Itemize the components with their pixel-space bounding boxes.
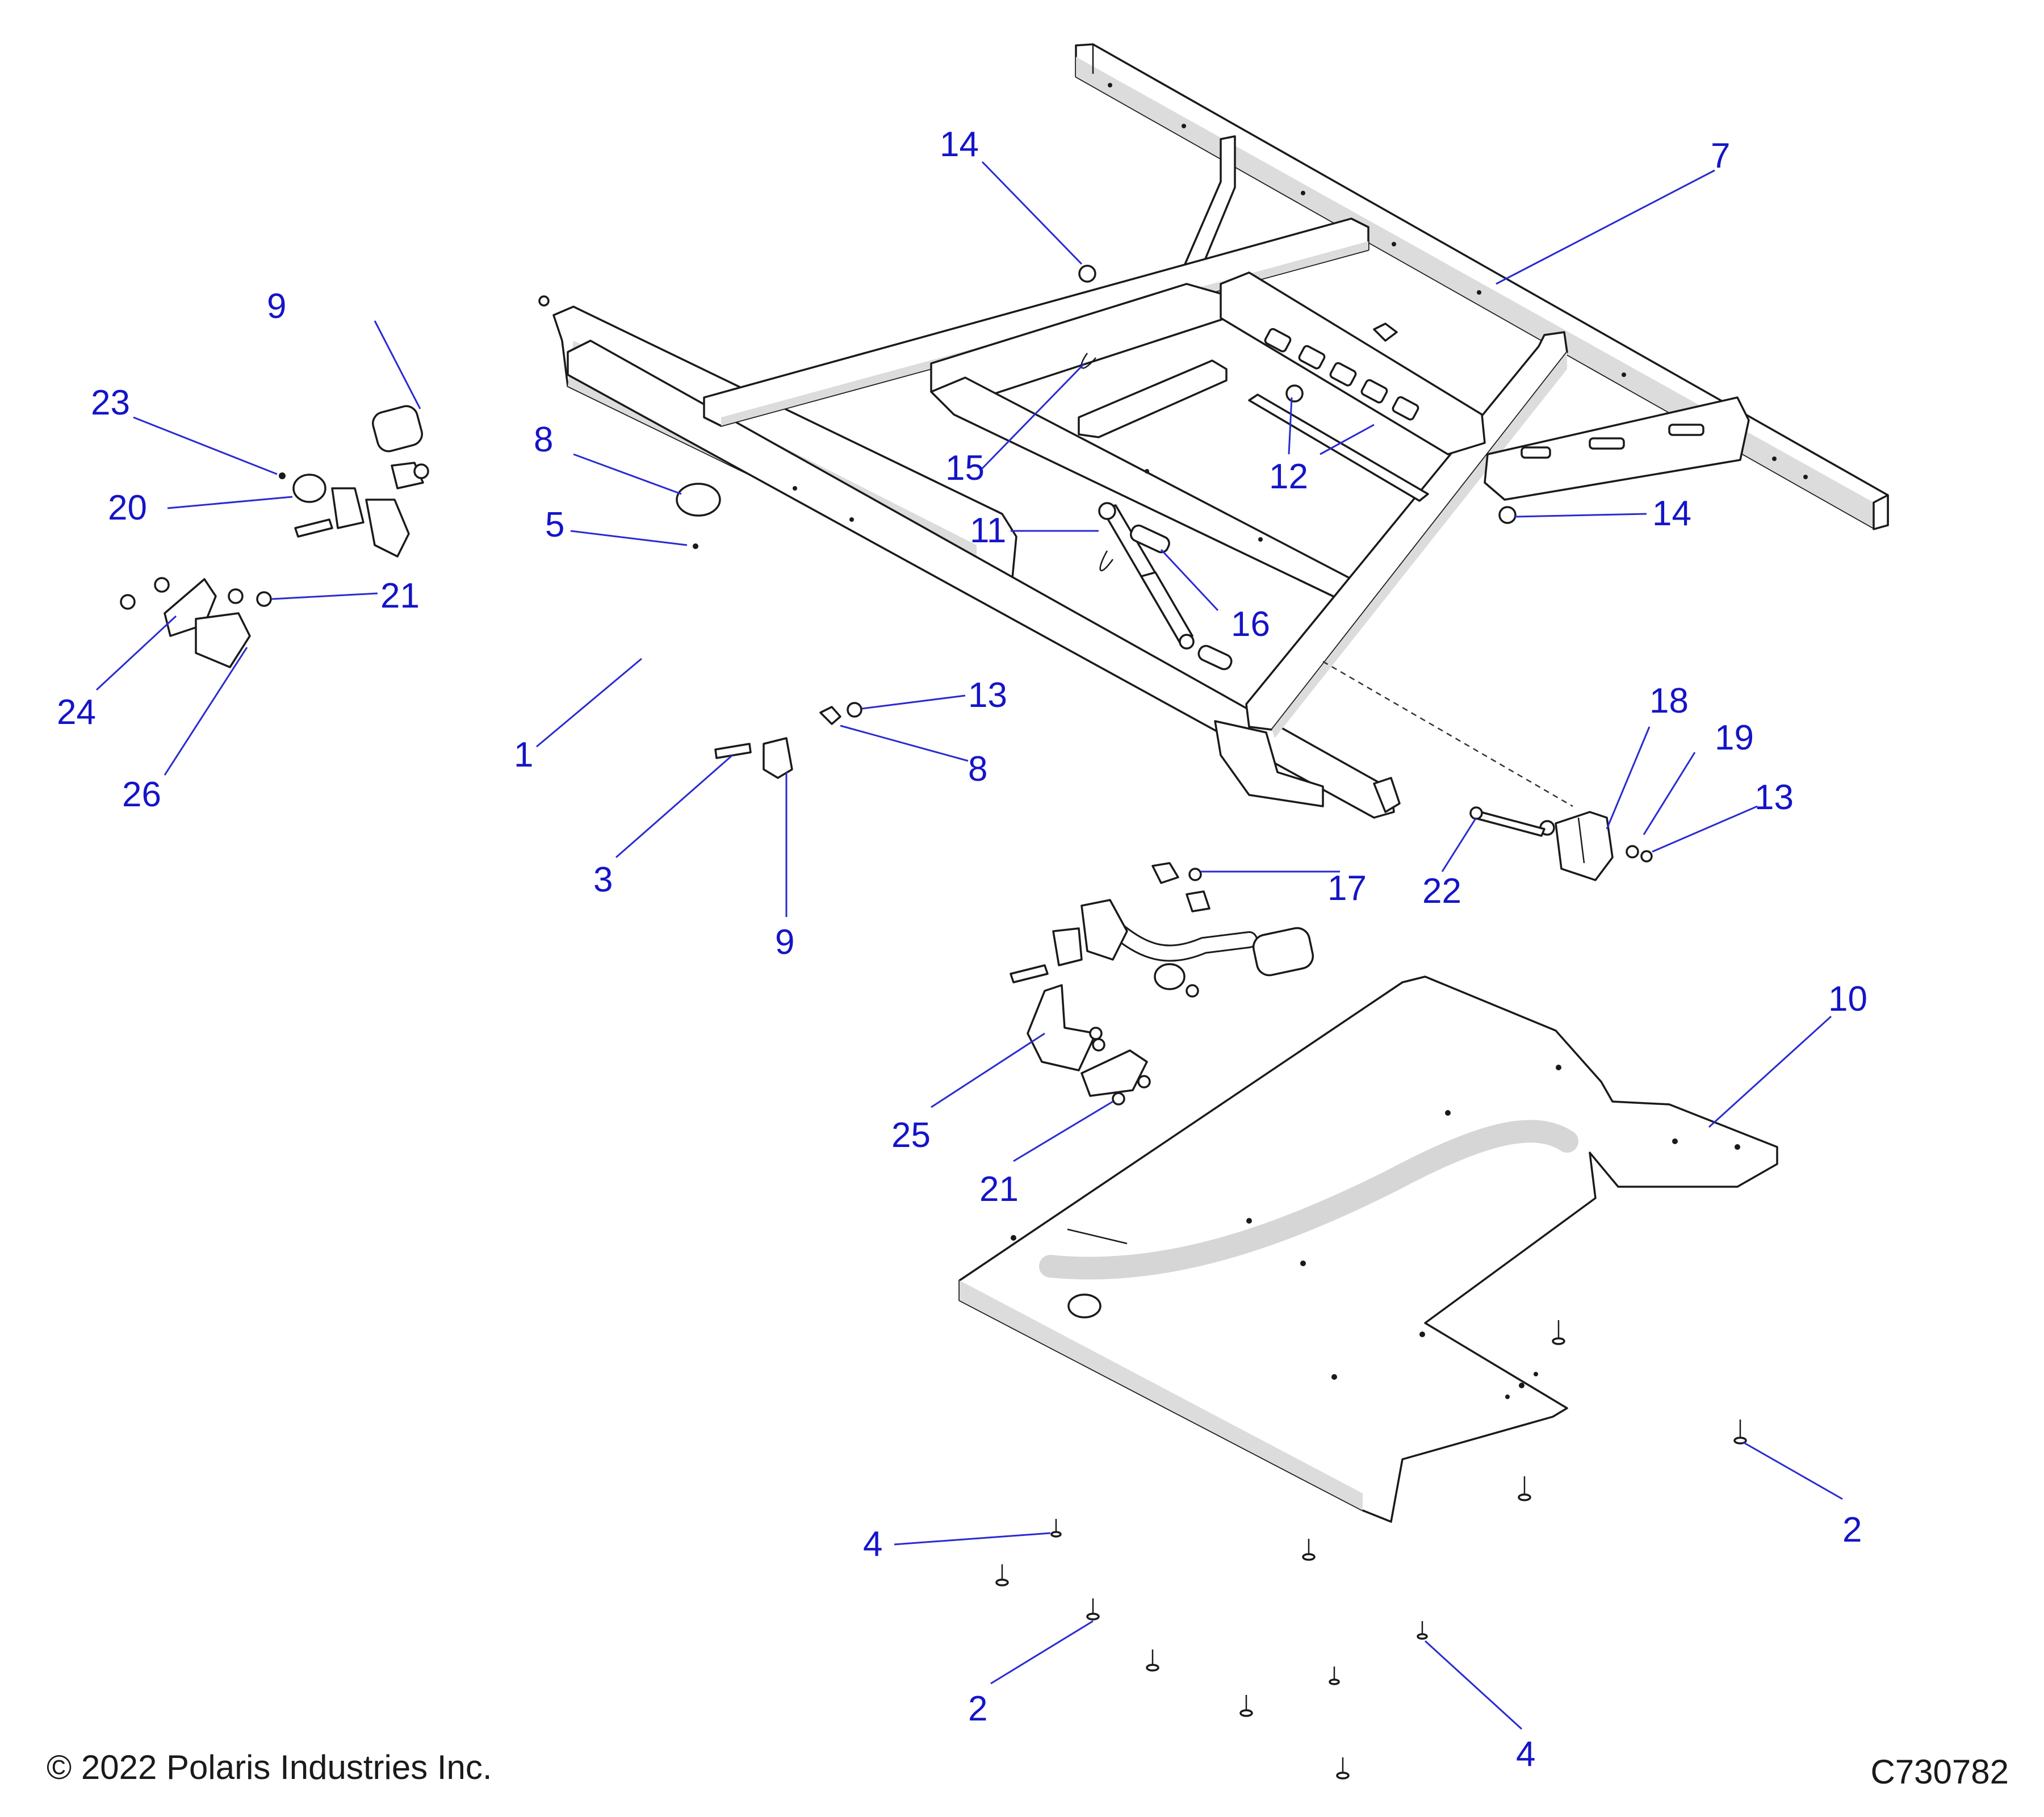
callout-21-left: 21	[380, 576, 420, 616]
bolt	[995, 1564, 1009, 1586]
bolt	[1239, 1695, 1253, 1717]
callout-21-right: 21	[979, 1170, 1019, 1209]
mid-hardware	[538, 265, 1517, 779]
callout-15: 15	[945, 449, 985, 488]
callout-10: 10	[1828, 979, 1867, 1019]
callout-1: 1	[514, 735, 533, 774]
callout-13-right: 13	[1754, 778, 1794, 817]
callout-4-left: 4	[863, 1525, 882, 1564]
callout-4-bottom: 4	[1516, 1735, 1535, 1774]
callout-22: 22	[1422, 872, 1461, 911]
callout-12: 12	[1269, 457, 1308, 496]
bolt	[1302, 1539, 1316, 1561]
callout-26: 26	[122, 775, 161, 814]
callout-24: 24	[57, 693, 96, 732]
callout-19: 19	[1715, 718, 1754, 757]
callout-17: 17	[1327, 869, 1367, 908]
left-mount-hardware	[120, 462, 429, 668]
callout-16: 16	[1231, 605, 1270, 644]
callout-18: 18	[1649, 681, 1689, 721]
callout-8-upper: 8	[968, 750, 987, 789]
callout-14-right: 14	[1652, 494, 1691, 533]
stabilizer-bar	[307, 405, 1314, 977]
rear-pivot-bracket	[1469, 806, 1653, 881]
callout-3: 3	[593, 860, 613, 899]
bolt	[1336, 1757, 1350, 1780]
callout-2-bottom: 2	[968, 1689, 987, 1728]
loose-bolts	[995, 1320, 1747, 1780]
skid-plate	[958, 976, 1778, 1523]
right-end-hardware	[1010, 862, 1211, 1106]
frame-assembly	[552, 43, 1889, 819]
copyright-text: © 2022 Polaris Industries Inc.	[47, 1748, 492, 1786]
bolt	[1552, 1320, 1565, 1345]
bolt	[1518, 1476, 1531, 1501]
callout-23: 23	[91, 383, 130, 422]
callout-labels: 14 7 9 23 8 20 5 15 11 12 14 16 21 24 26…	[57, 125, 1867, 1774]
callout-leaders	[95, 161, 1843, 1730]
bolt	[1329, 1667, 1340, 1685]
bolt	[1086, 1598, 1100, 1621]
callout-2-right: 2	[1842, 1510, 1862, 1550]
callout-13-mid: 13	[968, 676, 1007, 715]
callout-25: 25	[891, 1116, 931, 1155]
callout-5: 5	[545, 505, 564, 545]
diagram-code: C730782	[1870, 1753, 2009, 1791]
callout-7: 8	[534, 420, 553, 459]
bolt	[1050, 1519, 1062, 1538]
callout-8-lower: 9	[775, 923, 794, 962]
bolt	[1146, 1649, 1159, 1672]
bolt	[1733, 1420, 1747, 1445]
callout-11: 11	[970, 511, 1006, 550]
callout-14-top: 14	[940, 125, 979, 164]
bolt	[1417, 1621, 1428, 1640]
callout-9: 9	[267, 287, 286, 326]
alignment-line	[1322, 660, 1573, 807]
callout-20: 20	[108, 488, 147, 527]
callout-6: 7	[1711, 136, 1730, 175]
